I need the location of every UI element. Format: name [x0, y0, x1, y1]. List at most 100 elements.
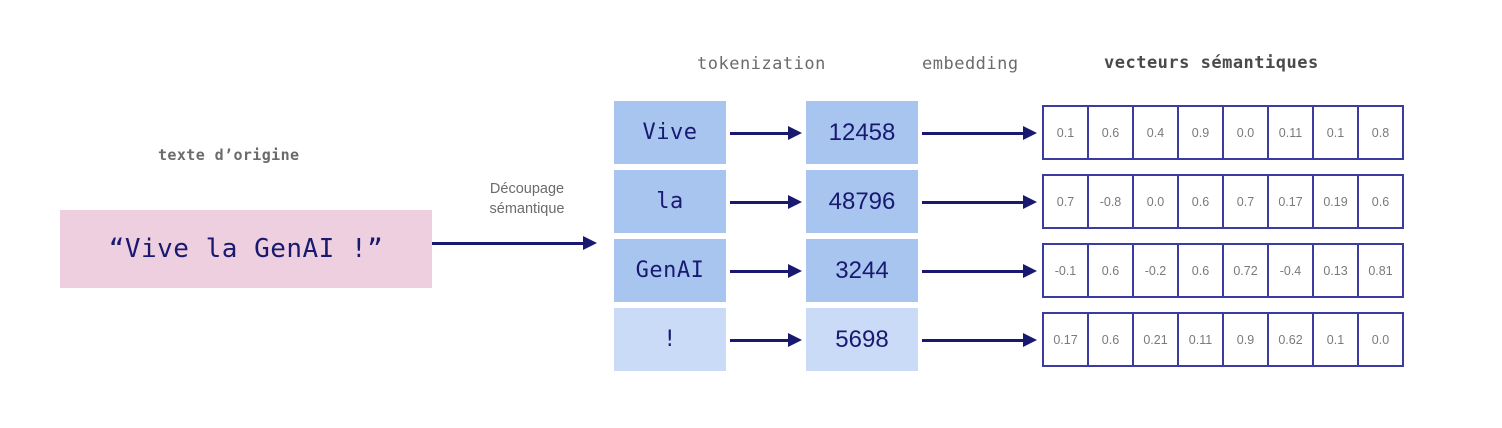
vector-cell: 0.7 — [1224, 176, 1269, 227]
vector-cell: 0.8 — [1359, 107, 1402, 158]
source-text-value: “Vive la GenAI !” — [108, 234, 384, 264]
token-column: Vive la GenAI ! — [614, 101, 726, 377]
vector-cell: 0.1 — [1314, 107, 1359, 158]
vector-value: 0.6 — [1101, 263, 1120, 278]
arrow-shaft — [730, 270, 788, 273]
arrow-shaft — [730, 201, 788, 204]
arrow-head — [788, 333, 802, 347]
vector-value: 0.6 — [1371, 194, 1390, 209]
vector-column: 0.1 0.6 0.4 0.9 0.0 0.11 0.1 0.8 0.7 -0.… — [1042, 105, 1404, 381]
arrow-head — [788, 126, 802, 140]
source-text-box: “Vive la GenAI !” — [60, 210, 432, 288]
vector-value: 0.4 — [1146, 125, 1165, 140]
vector-value: -0.8 — [1099, 194, 1122, 209]
arrow-shaft — [432, 242, 583, 245]
vector-row: -0.1 0.6 -0.2 0.6 0.72 -0.4 0.13 0.81 — [1042, 243, 1404, 298]
arrow-token-to-id — [730, 333, 802, 347]
arrow-shaft — [730, 339, 788, 342]
arrow-head — [583, 236, 597, 250]
arrow-id-to-vector — [922, 126, 1037, 140]
vector-value: 0.11 — [1188, 332, 1213, 347]
arrow-head — [1023, 264, 1037, 278]
arrow-head — [788, 195, 802, 209]
token-label: ! — [663, 327, 677, 352]
token-id-cell: 48796 — [806, 170, 918, 233]
header-vecteurs-semantiques: vecteurs sémantiques — [1104, 53, 1319, 73]
arrow-id-to-vector — [922, 333, 1037, 347]
vector-value: 0.0 — [1371, 332, 1390, 347]
vector-cell: 0.11 — [1179, 314, 1224, 365]
vector-value: 0.0 — [1236, 125, 1255, 140]
vector-cell: 0.0 — [1134, 176, 1179, 227]
vector-value: 0.6 — [1191, 194, 1210, 209]
vector-cell: 0.6 — [1089, 107, 1134, 158]
vector-row: 0.17 0.6 0.21 0.11 0.9 0.62 0.1 0.0 — [1042, 312, 1404, 367]
vector-value: 0.7 — [1056, 194, 1075, 209]
token-id-label: 48796 — [828, 187, 896, 215]
header-tokenization: tokenization — [697, 54, 826, 74]
token-id-cell: 3244 — [806, 239, 918, 302]
vector-cell: 0.17 — [1269, 176, 1314, 227]
arrow-shaft — [922, 339, 1023, 342]
vector-value: 0.7 — [1236, 194, 1255, 209]
arrow-token-to-id — [730, 126, 802, 140]
vector-cell: 0.1 — [1044, 107, 1089, 158]
arrow-token-to-id — [730, 195, 802, 209]
vector-row: 0.1 0.6 0.4 0.9 0.0 0.11 0.1 0.8 — [1042, 105, 1404, 160]
vector-cell: -0.4 — [1269, 245, 1314, 296]
token-label: Vive — [642, 120, 698, 145]
vector-value: 0.11 — [1278, 125, 1303, 140]
vector-row: 0.7 -0.8 0.0 0.6 0.7 0.17 0.19 0.6 — [1042, 174, 1404, 229]
vector-cell: 0.81 — [1359, 245, 1402, 296]
vector-cell: 0.17 — [1044, 314, 1089, 365]
vector-value: 0.9 — [1236, 332, 1255, 347]
vector-cell: 0.13 — [1314, 245, 1359, 296]
arrow-source-to-tokens — [432, 236, 597, 250]
vector-value: 0.13 — [1323, 263, 1348, 278]
token-cell: ! — [614, 308, 726, 371]
arrow-id-to-vector — [922, 195, 1037, 209]
label-decoupage-line1: Découpage — [489, 181, 565, 197]
vector-cell: 0.11 — [1269, 107, 1314, 158]
vector-cell: 0.6 — [1359, 176, 1402, 227]
arrow-token-to-id — [730, 264, 802, 278]
token-label: la — [656, 189, 684, 214]
vector-cell: -0.2 — [1134, 245, 1179, 296]
arrow-shaft — [922, 270, 1023, 273]
vector-value: 0.8 — [1371, 125, 1390, 140]
vector-value: -0.4 — [1279, 263, 1302, 278]
vector-cell: 0.72 — [1224, 245, 1269, 296]
token-id-column: 12458 48796 3244 5698 — [806, 101, 918, 377]
token-id-label: 3244 — [835, 256, 889, 284]
vector-cell: -0.8 — [1089, 176, 1134, 227]
label-decoupage-semantique: Découpage sémantique — [462, 179, 592, 219]
vector-value: 0.1 — [1326, 125, 1345, 140]
token-cell: Vive — [614, 101, 726, 164]
vector-value: 0.6 — [1191, 263, 1210, 278]
vector-value: 0.21 — [1143, 332, 1168, 347]
vector-value: 0.19 — [1323, 194, 1348, 209]
label-texte-origine: texte d’origine — [158, 146, 300, 164]
vector-value: 0.62 — [1278, 332, 1303, 347]
vector-value: 0.6 — [1101, 332, 1120, 347]
vector-cell: 0.6 — [1179, 245, 1224, 296]
arrow-head — [1023, 126, 1037, 140]
vector-cell: 0.0 — [1359, 314, 1402, 365]
vector-value: 0.1 — [1326, 332, 1345, 347]
vector-cell: 0.6 — [1089, 314, 1134, 365]
vector-value: 0.9 — [1191, 125, 1210, 140]
arrow-shaft — [922, 201, 1023, 204]
label-decoupage-line2: sémantique — [489, 201, 565, 217]
vector-cell: 0.1 — [1314, 314, 1359, 365]
vector-cell: 0.19 — [1314, 176, 1359, 227]
token-label: GenAI — [635, 258, 705, 283]
vector-value: 0.17 — [1278, 194, 1303, 209]
vector-cell: 0.9 — [1224, 314, 1269, 365]
vector-value: 0.0 — [1146, 194, 1165, 209]
arrow-head — [788, 264, 802, 278]
vector-cell: 0.21 — [1134, 314, 1179, 365]
token-id-cell: 12458 — [806, 101, 918, 164]
token-id-label: 5698 — [835, 325, 889, 353]
vector-cell: 0.7 — [1044, 176, 1089, 227]
